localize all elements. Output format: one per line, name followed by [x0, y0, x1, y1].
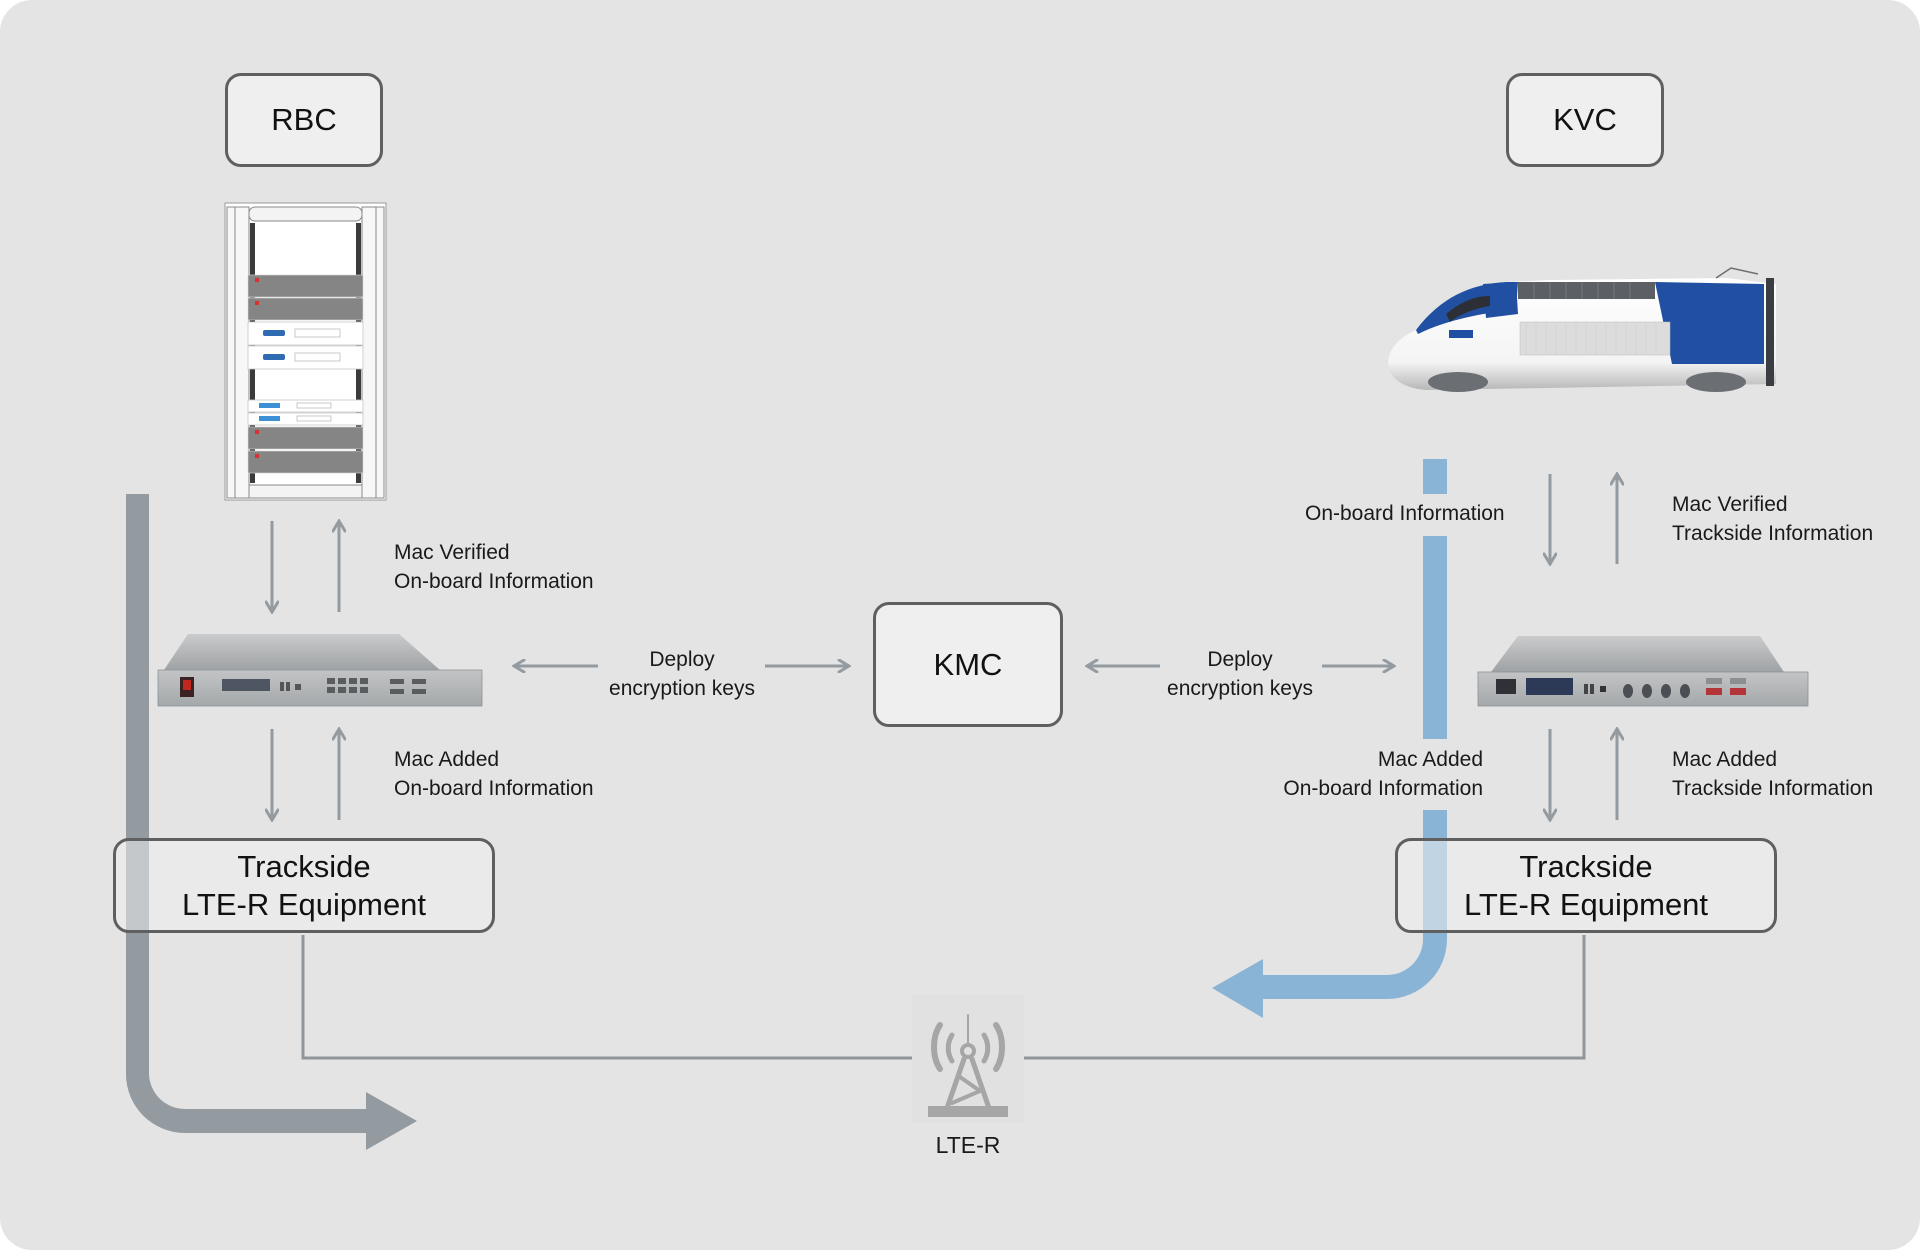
label-line: LTE-R [935, 1132, 1001, 1158]
label-line: On-board Information [1305, 502, 1505, 525]
label-left-lower: Mac Added On-board Information [394, 745, 594, 803]
right-device-icon [1477, 636, 1809, 707]
equipment-subtitle: LTE-R Equipment [181, 886, 427, 922]
lte-link-right [1024, 935, 1586, 1060]
server-rack-icon [224, 202, 387, 501]
kmc-label: KMC [933, 646, 1003, 682]
label-line: On-board Information [1283, 777, 1483, 800]
equipment-title: Trackside [237, 848, 371, 884]
label-deploy-left: Deploy encryption keys [582, 645, 782, 703]
label-right-onboard: On-board Information [1305, 499, 1505, 528]
rbc-node: RBC [225, 73, 383, 167]
label-line: encryption keys [1167, 677, 1313, 700]
kvc-label: KVC [1553, 102, 1617, 137]
label-line: Mac Added [1672, 748, 1778, 771]
rbc-label: RBC [271, 102, 337, 137]
equipment-subtitle: LTE-R Equipment [1463, 886, 1709, 922]
label-left-upper: Mac Verified On-board Information [394, 538, 594, 596]
label-right-lower-right: Mac Added Trackside Information [1672, 745, 1873, 803]
label-lte-r: LTE-R [918, 1131, 1018, 1160]
kvc-node: KVC [1506, 73, 1664, 167]
label-line: Mac Verified [1672, 493, 1788, 516]
right-lower-arrows [1550, 729, 1617, 820]
label-right-upper: Mac Verified Trackside Information [1672, 490, 1873, 548]
label-line: Trackside Information [1672, 522, 1874, 545]
onboard-flow-arrow [1212, 459, 1447, 1018]
right-upper-arrows [1550, 474, 1617, 564]
label-line: Trackside Information [1672, 777, 1874, 800]
trackside-equipment-left: Trackside LTE-R Equipment [113, 838, 495, 933]
label-line: Mac Added [1377, 748, 1483, 771]
equipment-title: Trackside [1519, 848, 1653, 884]
kmc-node: KMC [873, 602, 1063, 727]
radio-tower-icon [912, 995, 1024, 1123]
label-right-lower-left: Mac Added On-board Information [1232, 745, 1483, 803]
left-upper-arrows [272, 521, 339, 612]
label-line: On-board Information [394, 777, 594, 800]
label-line: encryption keys [609, 677, 755, 700]
label-line: Mac Verified [394, 541, 510, 564]
label-deploy-right: Deploy encryption keys [1140, 645, 1340, 703]
label-line: Deploy [1207, 648, 1273, 671]
left-device-icon [157, 634, 483, 707]
label-line: Mac Added [394, 748, 500, 771]
left-lower-arrows [272, 729, 339, 820]
label-line: On-board Information [394, 570, 594, 593]
trackside-equipment-right: Trackside LTE-R Equipment [1395, 838, 1777, 933]
train-icon [1388, 267, 1776, 392]
lte-link-left [301, 935, 912, 1060]
label-line: Deploy [649, 648, 715, 671]
